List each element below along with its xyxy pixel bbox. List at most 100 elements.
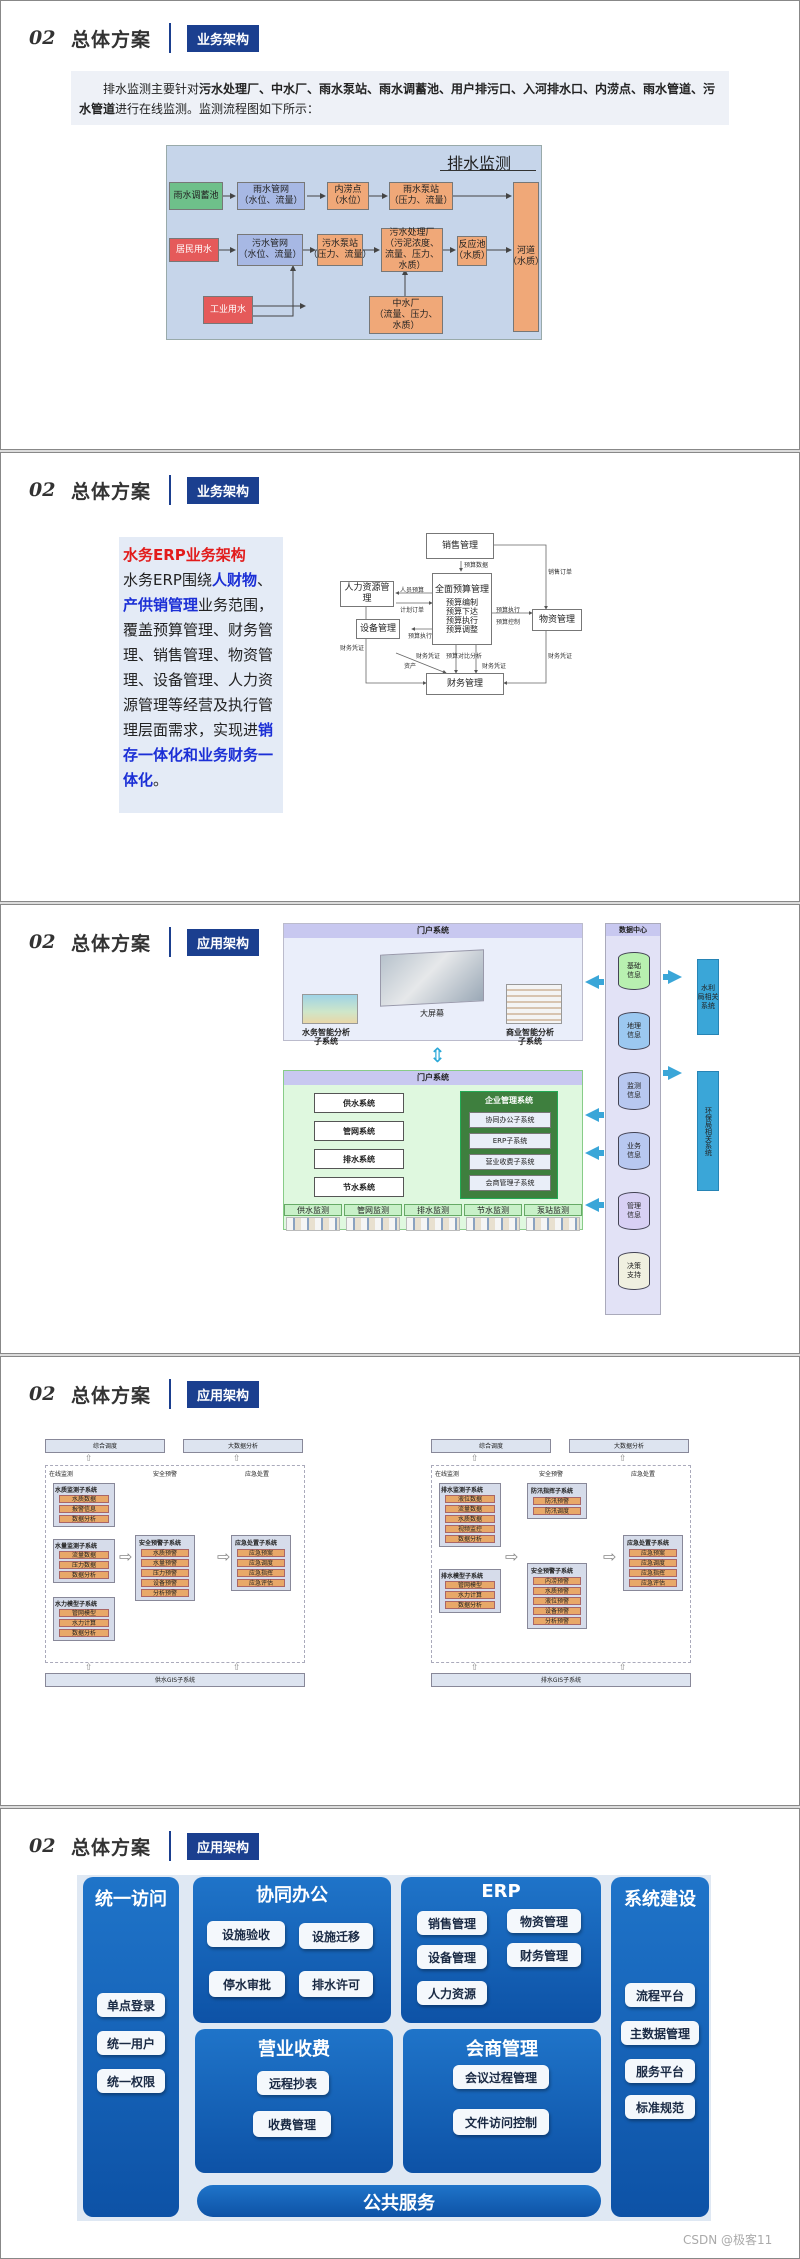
monitor-thumbnail-2 <box>406 1217 460 1231</box>
big-screen-image <box>380 949 484 1007</box>
pill-unified-user[interactable]: 统一用户 <box>97 2031 165 2055</box>
pill-sso[interactable]: 单点登录 <box>97 1993 165 2017</box>
subsystem-2: 排水系统 <box>314 1149 404 1169</box>
up-arrow-3: ⇧ <box>471 1454 479 1464</box>
node-rain-pool: 雨水调蓄池 <box>169 182 223 210</box>
panel-collab-office: 协同办公 设施验收 设施迁移 停水审批 排水许可 <box>193 1877 391 2023</box>
datacenter-item-label: 业务 信息 <box>627 1142 641 1159</box>
block-item-right-0: 应急预案 <box>629 1549 677 1557</box>
section-number: 02 <box>29 931 56 953</box>
pill-billing-mgmt[interactable]: 收费管理 <box>253 2111 331 2137</box>
node-reclaimed-plant: 中水厂 （流量、压力、 水质） <box>369 296 443 334</box>
erp-text-4: 。 <box>153 771 169 789</box>
header-divider <box>169 1831 172 1861</box>
node-sewage-pump: 污水泵站 （压力、流量） <box>309 234 372 266</box>
enterprise-mgmt-title: 企业管理系统 <box>485 1096 533 1105</box>
water-supply-architecture: 综合调度大数据分析在线监测安全预警应急处置水质监测子系统水质数据报警信息数据分析… <box>45 1439 321 1695</box>
group-item-g2-1: 水力计算 <box>445 1591 495 1599</box>
architecture-canvas <box>77 1875 711 2221</box>
node-resident: 居民用水 <box>169 238 219 262</box>
pill-remote-reading[interactable]: 远程抄表 <box>257 2071 329 2095</box>
top-portal: 门户系统 大屏幕 水务智能分析 子系统 商业智能分析 子系统 <box>283 923 583 1046</box>
lbl-fin-2: 财务凭证 <box>416 653 441 660</box>
block-item-m2-2: 液位预警 <box>533 1597 581 1605</box>
datacenter-item-label: 地理 信息 <box>627 1022 641 1039</box>
pill-facility-acceptance[interactable]: 设施验收 <box>207 1921 285 1947</box>
erp-bold-2: 产供销管理 <box>123 596 199 614</box>
pill-facility-relocation[interactable]: 设施迁移 <box>299 1923 373 1949</box>
group-title-g2: 排水模型子系统 <box>441 1573 484 1580</box>
col-emergency: 应急处置 <box>245 1471 270 1478</box>
group-item-g1-2: 数据分析 <box>59 1515 109 1523</box>
slide-app-architecture-2: 02 总体方案 应用架构 综合调度大数据分析在线监测安全预警应急处置水质监测子系… <box>0 1356 800 1806</box>
pill-service-platform[interactable]: 服务平台 <box>625 2059 695 2083</box>
slide-header: 02 总体方案 应用架构 <box>29 1379 260 1409</box>
erp-bold-1: 人财物 <box>211 571 257 589</box>
datacenter-item-label: 管理 信息 <box>627 1202 641 1219</box>
header-divider <box>169 927 172 957</box>
pill-equipment[interactable]: 设备管理 <box>417 1945 487 1969</box>
section-number: 02 <box>29 1835 56 1857</box>
pill-master-data[interactable]: 主数据管理 <box>621 2021 699 2045</box>
slide-app-architecture-1: 02 总体方案 应用架构 门户系统 大屏幕 水务智能分析 子系统 商业智能分析 … <box>0 904 800 1354</box>
block-title-m2: 安全预警子系统 <box>531 1568 574 1575</box>
pill-meeting-process[interactable]: 会议过程管理 <box>453 2065 549 2089</box>
pill-file-access[interactable]: 文件访问控制 <box>453 2109 549 2135</box>
big-screen-label: 大屏幕 <box>420 1009 444 1018</box>
group-item-g2-2: 数据分析 <box>445 1601 495 1609</box>
node-waterlog: 内涝点 （水位） <box>327 182 369 210</box>
updown-arrow: ⇕ <box>429 1043 446 1067</box>
flow-arrow-1: ⇨ <box>505 1547 519 1566</box>
monitor-label-1: 管网监测 <box>344 1204 402 1216</box>
up-arrow-3: ⇧ <box>85 1454 93 1464</box>
block-item-m1-0: 防汛预警 <box>533 1497 581 1505</box>
erp-heading: 水务ERP业务架构 <box>123 546 246 564</box>
datacenter-item-4: 管理 信息 <box>618 1192 650 1230</box>
up-arrow-2: ⇧ <box>233 1663 241 1673</box>
group-title-g3: 水力模型子系统 <box>55 1601 98 1608</box>
lbl-budget-ctrl: 预算控制 <box>496 619 521 626</box>
pill-unified-permission[interactable]: 统一权限 <box>97 2069 165 2093</box>
section-number: 02 <box>29 479 56 501</box>
section-tag: 应用架构 <box>187 1380 260 1408</box>
erp-sales: 销售管理 <box>426 533 494 559</box>
datacenter-item-2: 监测 信息 <box>618 1072 650 1110</box>
erp-text-box: 水务ERP业务架构 水务ERP围绕人财物、产供销管理业务范围，覆盖预算管理、财务… <box>119 537 283 813</box>
datacenter-item-label: 决策 支持 <box>627 1262 641 1279</box>
header-divider <box>169 23 172 53</box>
pill-standards[interactable]: 标准规范 <box>625 2095 695 2119</box>
section-tag: 业务架构 <box>187 24 260 52</box>
top-dispatch: 综合调度 <box>45 1439 165 1453</box>
intro-plain-1: 排水监测主要针对 <box>103 82 200 96</box>
top-dispatch: 综合调度 <box>431 1439 551 1453</box>
section-title: 总体方案 <box>71 28 152 51</box>
intro-plain-2: 进行在线监测。监测流程图如下所示： <box>115 102 320 116</box>
up-arrow-2: ⇧ <box>619 1663 627 1673</box>
group-item-g1-1: 报警信息 <box>59 1505 109 1513</box>
subsystem-1: 管网系统 <box>314 1121 404 1141</box>
pill-finance[interactable]: 财务管理 <box>507 1943 581 1967</box>
pill-hr[interactable]: 人力资源 <box>417 1981 487 2005</box>
section-tag: 应用架构 <box>187 1832 260 1860</box>
lbl-budget-exec-1: 预算执行 <box>496 607 521 614</box>
pill-materials[interactable]: 物资管理 <box>507 1909 581 1933</box>
erp-text-2: 、 <box>256 571 272 589</box>
panel-title: 营业收费 <box>258 2039 330 2060</box>
pill-workflow[interactable]: 流程平台 <box>625 1983 695 2007</box>
slide-header: 02 总体方案 业务架构 <box>29 23 260 53</box>
pill-drainage-permit[interactable]: 排水许可 <box>299 1971 373 1997</box>
erp-arrows <box>365 544 548 685</box>
monitor-label-2: 排水监测 <box>404 1204 462 1216</box>
lbl-sales-data: 销售订单 <box>548 569 573 576</box>
datacenter-item-1: 地理 信息 <box>618 1012 650 1050</box>
pill-water-stop-approval[interactable]: 停水审批 <box>209 1971 285 1997</box>
block-item-m2-0: 内涝预警 <box>533 1577 581 1585</box>
group-item-g2-0: 流量数据 <box>59 1551 109 1559</box>
erp-bold-3: 销存一体化和业务财务一体化 <box>123 721 274 789</box>
flow-arrow-1: ⇨ <box>119 1547 133 1566</box>
pill-sales[interactable]: 销售管理 <box>417 1911 487 1935</box>
top-portal-title: 门户系统 <box>284 924 582 938</box>
section-title: 总体方案 <box>71 932 152 955</box>
section-tag: 应用架构 <box>187 928 260 956</box>
group-title-g1: 水质监测子系统 <box>55 1487 98 1494</box>
